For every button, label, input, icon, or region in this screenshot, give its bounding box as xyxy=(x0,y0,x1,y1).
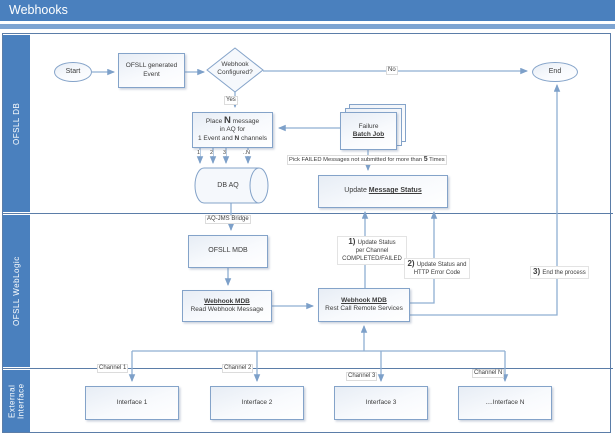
ofsll-mdb-label: OFSLL MDB xyxy=(208,247,248,255)
batchjob-label: Batch Job xyxy=(352,131,385,138)
event-label: OFSLL generated Event xyxy=(125,62,178,78)
queue-number-2: 2 xyxy=(210,150,214,156)
end-label: End xyxy=(548,67,562,75)
channel1-label: Channel 1 xyxy=(97,364,129,373)
webhook-mdb-rest-title: Webhook MDB xyxy=(341,296,387,304)
title-accent-strip xyxy=(0,24,615,29)
yes-label: Yes xyxy=(224,96,238,105)
no-label: No xyxy=(386,66,398,75)
place-line3: 1 Event and N channels xyxy=(197,134,268,142)
decision-label: Webhook Configured? xyxy=(217,61,253,76)
channel3-label: Channel 3 xyxy=(346,372,378,381)
channelN-label: Channel N xyxy=(472,369,505,378)
place-line1: Place N message xyxy=(205,114,260,126)
interface-2-node: Interface 2 xyxy=(210,386,304,420)
update-status-label: Update Message Status xyxy=(344,187,422,195)
interface-n-node: ....Interface N xyxy=(458,386,552,420)
dbaq-label: DB AQ xyxy=(217,182,239,189)
end-node: End xyxy=(532,62,578,82)
queue-number-1: 1 xyxy=(197,150,201,156)
decision-diamond-shape xyxy=(206,47,264,93)
interface-n-label: ....Interface N xyxy=(485,398,525,406)
failure-label: Failure xyxy=(358,122,379,130)
interface-1-label: Interface 1 xyxy=(116,398,148,406)
webhook-mdb-rest-node: Webhook MDB Rest Call Remote Services xyxy=(318,288,410,322)
webhook-mdb-read-node: Webhook MDB Read Webhook Message xyxy=(182,290,272,322)
start-label: Start xyxy=(65,67,81,75)
update-message-status-node: Update Message Status xyxy=(318,175,448,208)
connector-restmdb-to-updatestatus-2 xyxy=(410,210,438,304)
connector-restmdb-to-end-3 xyxy=(410,83,561,316)
aq-jms-bridge-label: AQ-JMS Bridge xyxy=(205,215,251,224)
lane-divider-2 xyxy=(2,368,613,369)
channel2-label: Channel 2 xyxy=(222,364,254,373)
webhook-mdb-read-sub: Read Webhook Message xyxy=(190,306,264,313)
place-message-node: Place N message in AQ for 1 Event and N … xyxy=(192,112,273,148)
annotation-3: 3) End the process xyxy=(530,266,589,279)
interface-3-node: Interface 3 xyxy=(334,386,428,420)
pick-failed-note: Pick FAILED Messages not submitted for m… xyxy=(287,155,447,165)
failure-batchjob-node: Failure Batch Job xyxy=(340,112,397,150)
annotation-1: 1) Update Status per Channel COMPLETED/F… xyxy=(337,236,407,265)
queue-number-n: ..N xyxy=(243,150,251,156)
ofsll-generated-event-node: OFSLL generated Event xyxy=(118,53,185,88)
start-node: Start xyxy=(54,62,92,82)
place-line2: in AQ for xyxy=(219,126,246,134)
webhook-mdb-rest-sub: Rest Call Remote Services xyxy=(325,305,403,312)
annotation-2: 2) Update Status and HTTP Error Code xyxy=(404,258,470,279)
diagram-title-bar: Webhooks xyxy=(0,0,615,21)
queue-number-3: 3 xyxy=(223,150,227,156)
interface-1-node: Interface 1 xyxy=(85,386,179,420)
diagram-frame xyxy=(2,33,611,433)
webhook-mdb-read-title: Webhook MDB xyxy=(204,297,250,305)
page-title: Webhooks xyxy=(9,3,68,17)
dbaq-cylinder-cap xyxy=(249,167,269,204)
dbaq-cylinder-body xyxy=(194,167,259,204)
ofsll-mdb-node: OFSLL MDB xyxy=(188,235,268,268)
interface-3-label: Interface 3 xyxy=(365,398,397,406)
lane-divider-1 xyxy=(2,213,613,214)
interface-2-label: Interface 2 xyxy=(241,398,273,406)
